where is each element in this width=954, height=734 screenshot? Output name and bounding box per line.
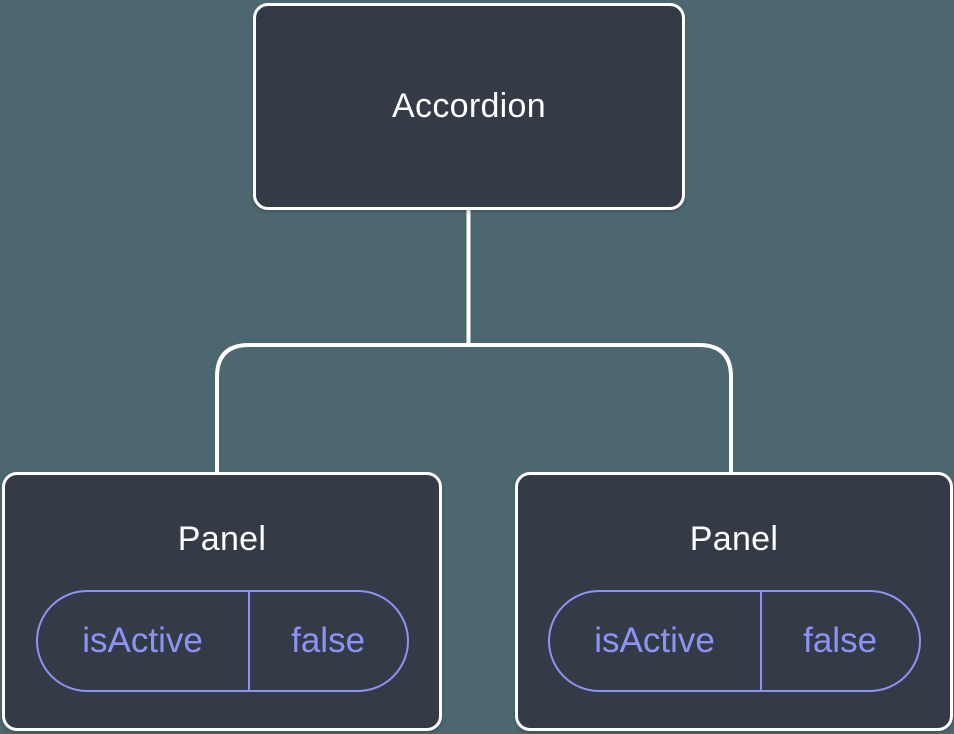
node-accordion: Accordion	[253, 3, 685, 210]
state-value-label: false	[803, 621, 878, 660]
node-panel-right: Panel isActive false	[515, 472, 953, 731]
node-accordion-label: Accordion	[392, 87, 546, 125]
node-panel-left: Panel isActive false	[2, 472, 442, 731]
node-panel-left-label: Panel	[177, 520, 267, 558]
branch-bracket-line	[215, 343, 733, 474]
state-pill-right: isActive false	[547, 590, 921, 692]
state-key-label: isActive	[38, 592, 250, 690]
state-value-label: false	[291, 621, 366, 660]
node-panel-right-label: Panel	[689, 520, 779, 558]
state-key-label: isActive	[550, 592, 762, 690]
state-pill-left: isActive false	[35, 590, 409, 692]
